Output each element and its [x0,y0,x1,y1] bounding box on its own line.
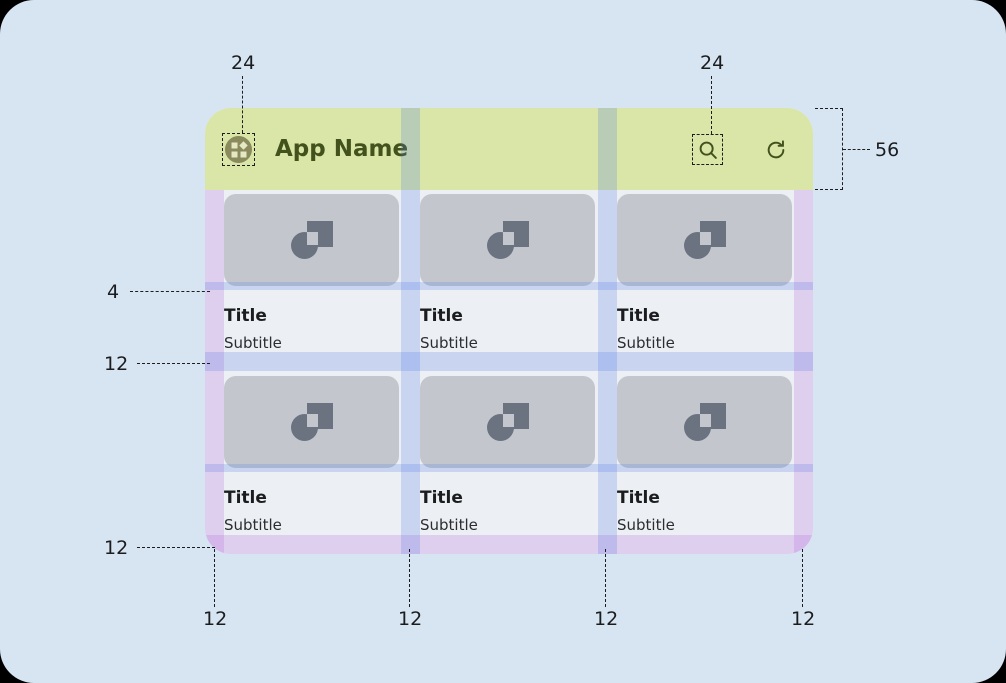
anno-app-bar-height: 56 [875,139,900,161]
placeholder-notch [306,232,318,245]
anno-left-padding: 12 [203,608,228,630]
anno-right-padding: 12 [791,608,816,630]
card-title: Title [420,306,463,326]
image-placeholder-icon [486,403,529,441]
image-placeholder-icon [683,403,726,441]
anno-bottom-padding: 12 [104,537,129,559]
leader-bottom-padding [137,547,215,548]
leader-row-gap [137,363,210,364]
refresh-icon-svg [767,140,785,159]
logo-square-a [231,142,237,148]
card-thumbnail [617,376,792,468]
card-subtitle: Subtitle [420,334,478,352]
placeholder-notch [699,414,711,427]
anno-search-touch-target: 24 [700,52,725,74]
leader-gutter-1 [409,549,410,607]
leader-thumb-title-gap [130,291,210,292]
placeholder-notch [502,232,514,245]
placeholder-notch [502,414,514,427]
leader-gutter-2 [605,549,606,607]
card-subtitle: Subtitle [617,516,675,534]
image-placeholder-icon [486,221,529,259]
image-placeholder-icon [290,403,333,441]
placeholder-notch [699,232,711,245]
anno-row-gap: 12 [104,353,129,375]
anno-gutter-2: 12 [594,608,619,630]
logo-circle [225,136,252,163]
card-thumbnail [420,376,595,468]
logo-square-c [240,151,246,157]
card-subtitle: Subtitle [617,334,675,352]
leader-app-bar-height [843,149,870,150]
app-logo-grid-icon[interactable] [224,135,253,164]
anno-gutter-1: 12 [398,608,423,630]
card-title: Title [224,306,267,326]
leader-menu-touch-target [242,76,243,133]
brace-app-bar-height [815,108,843,190]
image-placeholder-icon [683,221,726,259]
card-thumbnail [617,194,792,286]
card-thumbnail [420,194,595,286]
anno-thumb-title-gap: 4 [107,281,120,303]
placeholder-notch [306,414,318,427]
logo-square-b [231,151,237,157]
card-subtitle: Subtitle [420,516,478,534]
card-thumbnail [224,194,399,286]
leader-right-padding [802,549,803,607]
search-touch-target-box [692,134,723,165]
card-subtitle: Subtitle [224,334,282,352]
search-icon[interactable] [697,139,719,161]
refresh-icon[interactable] [765,139,787,161]
card-thumbnail [224,376,399,468]
leader-left-padding [214,549,215,607]
card-title: Title [224,488,267,508]
card-subtitle: Subtitle [224,516,282,534]
search-icon-svg [699,141,717,159]
anno-menu-touch-target: 24 [231,52,256,74]
menu-touch-target-box [222,133,255,166]
leader-search-touch-target [711,76,712,134]
card-title: Title [420,488,463,508]
app-title: App Name [275,136,409,162]
logo-glyph [231,140,248,157]
card-title: Title [617,306,660,326]
image-placeholder-icon [290,221,333,259]
card-title: Title [617,488,660,508]
